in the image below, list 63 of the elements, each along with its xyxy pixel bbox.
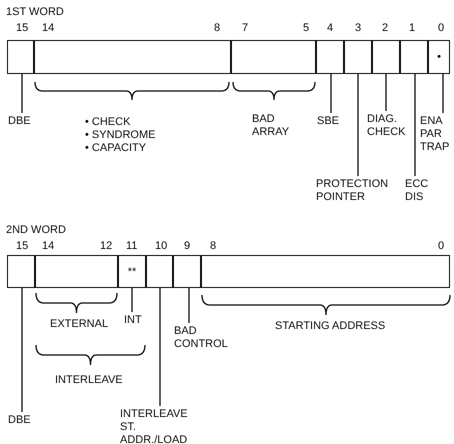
field-name: STARTING ADDRESS: [275, 320, 386, 333]
bit-number: 2: [382, 22, 388, 35]
field-name: ENA PAR TRAP: [420, 115, 454, 154]
leader-line: [159, 288, 161, 406]
leader-line: [330, 74, 332, 113]
register-bit-field: [146, 255, 173, 288]
field-name: INT: [124, 314, 150, 327]
field-name: EXTERNAL: [50, 318, 108, 331]
leader-line: [357, 74, 359, 176]
field-name: INTERLEAVE: [55, 374, 123, 387]
leader-line: [442, 74, 444, 113]
bit-number: 15: [16, 240, 28, 253]
leader-line: [385, 74, 387, 111]
leader-line: [188, 288, 190, 323]
bit-number: 7: [242, 22, 248, 35]
leader-line: [414, 74, 416, 176]
register-bit-field: [428, 40, 450, 74]
bit-number: 5: [303, 22, 310, 35]
field-name: ECC DIS: [405, 178, 435, 204]
bit-number: 0: [438, 22, 444, 35]
register-bit-field: [7, 40, 34, 74]
bit-number: 10: [155, 240, 168, 253]
register-bit-field: [34, 40, 231, 74]
bit-number: 14: [42, 240, 54, 253]
register-bit-field: [231, 40, 316, 74]
field-name: BAD ARRAY: [252, 113, 290, 139]
field-name: BAD CONTROL: [174, 325, 229, 351]
bit-number: 8: [214, 22, 220, 35]
bit-number: 11: [126, 240, 138, 253]
bit-number: 15: [16, 22, 28, 35]
register-bit-field: [173, 255, 201, 288]
register-bit-field: [118, 255, 146, 288]
bit-marker: •: [437, 51, 441, 63]
bit-number: 4: [327, 22, 334, 35]
bit-number: 12: [100, 240, 112, 253]
register-bit-field: [400, 40, 428, 74]
register-bit-field: [372, 40, 400, 74]
register-bit-field: [35, 255, 118, 288]
bit-number: 14: [42, 22, 54, 35]
register-bit-field: [316, 40, 344, 74]
bit-marker: **: [128, 266, 136, 278]
register-bit-field: [344, 40, 372, 74]
field-name: • CAPACITY: [85, 142, 146, 155]
bit-number: 9: [184, 240, 190, 253]
field-name: DBE: [8, 115, 38, 128]
register-bit-field: [7, 255, 35, 288]
field-name: INTERLEAVE ST. ADDR./LOAD: [120, 408, 200, 444]
leader-line: [21, 74, 23, 113]
bit-number: 8: [210, 240, 216, 253]
word-title: 1ST WORD: [6, 6, 64, 19]
field-name: PROTECTION POINTER: [316, 178, 406, 204]
leader-line: [131, 288, 133, 312]
field-name: • SYNDROME: [85, 129, 156, 142]
bit-number: 3: [355, 22, 362, 35]
field-name: DBE: [8, 414, 38, 427]
register-bit-field: [201, 255, 450, 288]
bit-number: 1: [409, 22, 416, 35]
field-name: SBE: [317, 115, 345, 128]
field-name: • CHECK: [85, 116, 130, 129]
word-title: 2ND WORD: [6, 224, 66, 237]
bit-number: 0: [438, 240, 444, 253]
leader-line: [21, 288, 23, 412]
field-name: DIAG. CHECK: [367, 113, 417, 139]
